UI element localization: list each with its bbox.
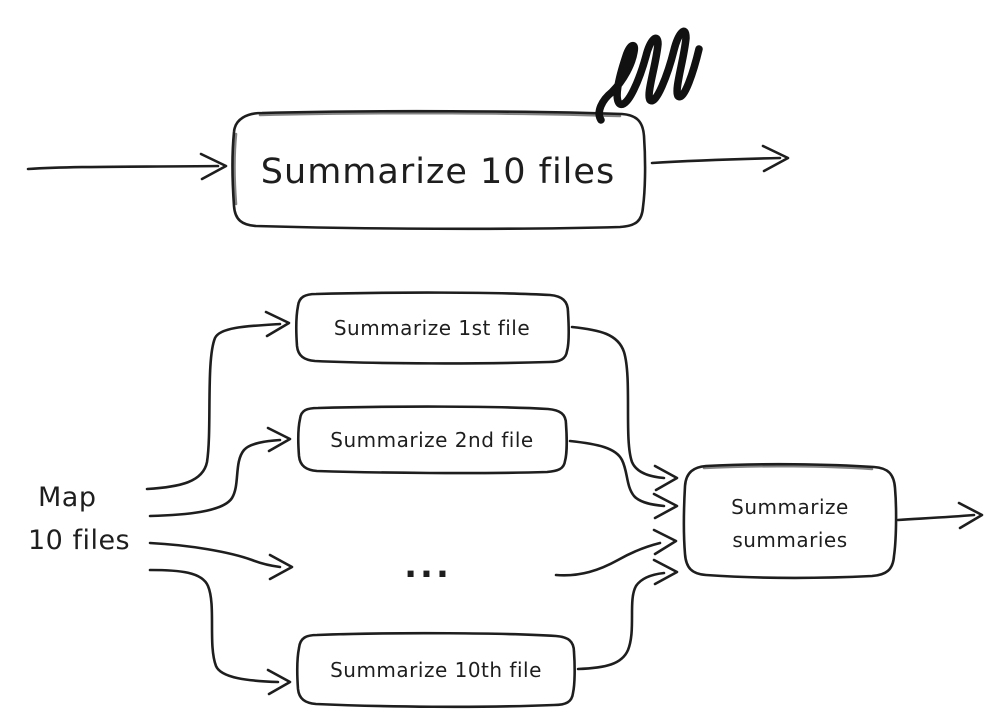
top-arrow-out-head [761, 144, 790, 173]
map-source-label-line1: Map [38, 482, 96, 513]
node-second-label: Summarize 2nd file [330, 428, 533, 452]
scribble-strikeout-icon [595, 27, 703, 124]
reduce-node-label-line2: summaries [732, 528, 847, 552]
arrow-second-to-reduce-line [568, 439, 666, 508]
reduce-arrow-out-line [896, 513, 976, 522]
arrow-map-to-ellipsis-line [148, 541, 282, 569]
top-node-shape-overstroke [233, 111, 622, 206]
arrow-map-to-first-head [264, 310, 291, 338]
map-reduce-flow: Map 10 files Summarize 1st file Summariz… [28, 291, 984, 709]
reduce-node-shape [682, 462, 898, 580]
node-first-shape [295, 291, 570, 365]
arrow-map-to-first-line [145, 322, 282, 491]
top-flow: Summarize 10 files [26, 27, 790, 231]
top-node-shape [231, 109, 647, 231]
arrow-map-to-ellipsis-head [268, 553, 294, 581]
reduce-arrow-out-head [957, 501, 984, 530]
reduce-node-overstroke [702, 464, 874, 471]
node-tenth-shape [296, 631, 576, 709]
arrow-map-to-tenth-line [148, 568, 280, 684]
top-node-label: Summarize 10 files [261, 152, 615, 192]
arrow-tenth-to-reduce-line [576, 571, 666, 671]
node-first-label: Summarize 1st file [334, 316, 530, 340]
arrow-first-to-reduce-head [653, 464, 679, 492]
reduce-node-label-line1: Summarize [731, 495, 849, 519]
top-arrow-in-head [199, 152, 228, 181]
map-source-label-line2: 10 files [28, 525, 130, 556]
arrow-ellipsis-to-reduce-head [652, 528, 678, 556]
arrow-second-to-reduce-head [652, 492, 679, 520]
ellipsis-label: ... [404, 546, 452, 586]
top-arrow-in-line [26, 164, 220, 171]
node-tenth-label: Summarize 10th file [330, 658, 542, 682]
arrow-map-to-tenth-head [266, 668, 292, 696]
arrow-first-to-reduce-line [570, 325, 666, 480]
arrow-tenth-to-reduce-head [652, 558, 679, 586]
arrow-map-to-second-line [148, 438, 282, 518]
arrow-map-to-second-head [266, 426, 292, 453]
top-arrow-out-line [650, 156, 782, 165]
arrow-ellipsis-to-reduce-line [554, 541, 662, 577]
node-second-shape [297, 405, 568, 475]
